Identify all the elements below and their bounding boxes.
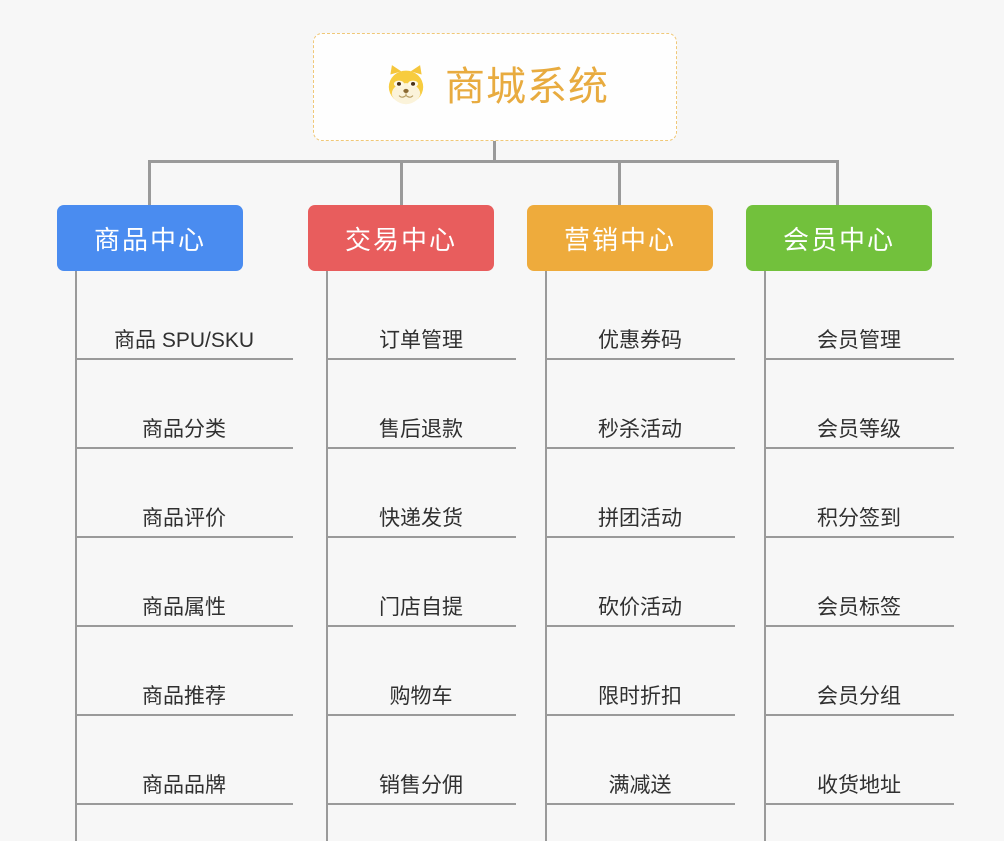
root-title: 商城系统: [445, 65, 609, 109]
root-node[interactable]: 商城系统: [313, 33, 677, 141]
category-spine-2: [545, 271, 547, 841]
list-item[interactable]: 商品品牌: [75, 716, 293, 805]
leaf-label: 商品 SPU/SKU: [113, 328, 255, 352]
leaf-label: 秒杀活动: [598, 417, 682, 441]
leaf-list-3: 会员管理 会员等级 积分签到 会员标签 会员分组 收货地址: [764, 271, 954, 805]
list-item[interactable]: 销售分佣: [326, 716, 516, 805]
leaf-label: 销售分佣: [379, 773, 463, 797]
leaf-label: 砍价活动: [598, 595, 682, 619]
leaf-label: 会员管理: [817, 328, 901, 352]
list-item[interactable]: 拼团活动: [545, 449, 735, 538]
category-header-1[interactable]: 交易中心: [308, 205, 494, 271]
list-item[interactable]: 商品推荐: [75, 627, 293, 716]
category-header-3[interactable]: 会员中心: [746, 205, 932, 271]
leaf-label: 商品分类: [142, 417, 226, 441]
connector-drop-0: [148, 160, 151, 206]
list-item[interactable]: 商品评价: [75, 449, 293, 538]
category-header-2[interactable]: 营销中心: [527, 205, 713, 271]
list-item[interactable]: 售后退款: [326, 360, 516, 449]
list-item[interactable]: 砍价活动: [545, 538, 735, 627]
shiba-dog-icon: [381, 62, 431, 112]
category-column-1: 交易中心 订单管理 售后退款 快递发货 门店自提 购物车 销售分佣: [308, 205, 516, 841]
list-item[interactable]: 收货地址: [764, 716, 954, 805]
list-item[interactable]: 商品 SPU/SKU: [75, 271, 293, 360]
connector-root-stem: [493, 141, 496, 163]
leaf-label: 门店自提: [379, 595, 463, 619]
list-item[interactable]: 订单管理: [326, 271, 516, 360]
list-item[interactable]: 门店自提: [326, 538, 516, 627]
leaf-label: 收货地址: [817, 773, 901, 797]
category-header-0[interactable]: 商品中心: [57, 205, 243, 271]
leaf-label: 会员等级: [817, 417, 901, 441]
list-item[interactable]: 优惠券码: [545, 271, 735, 360]
category-spine-1: [326, 271, 328, 841]
list-item[interactable]: 商品属性: [75, 538, 293, 627]
list-item[interactable]: 限时折扣: [545, 627, 735, 716]
list-item[interactable]: 会员标签: [764, 538, 954, 627]
connector-drop-2: [618, 160, 621, 206]
list-item[interactable]: 会员等级: [764, 360, 954, 449]
leaf-label: 会员标签: [817, 595, 901, 619]
category-column-0: 商品中心 商品 SPU/SKU 商品分类 商品评价 商品属性 商品推荐 商品品牌: [57, 205, 293, 841]
list-item[interactable]: 购物车: [326, 627, 516, 716]
leaf-label: 积分签到: [817, 506, 901, 530]
leaf-label: 商品品牌: [142, 773, 226, 797]
list-item[interactable]: 快递发货: [326, 449, 516, 538]
list-item[interactable]: 会员分组: [764, 627, 954, 716]
category-spine-3: [764, 271, 766, 841]
leaf-list-2: 优惠券码 秒杀活动 拼团活动 砍价活动 限时折扣 满减送: [545, 271, 735, 805]
leaf-label: 售后退款: [379, 417, 463, 441]
connector-drop-1: [400, 160, 403, 206]
list-item[interactable]: 积分签到: [764, 449, 954, 538]
leaf-label: 限时折扣: [598, 684, 682, 708]
leaf-label: 快递发货: [379, 506, 463, 530]
leaf-list-1: 订单管理 售后退款 快递发货 门店自提 购物车 销售分佣: [326, 271, 516, 805]
leaf-label: 商品评价: [142, 506, 226, 530]
connector-drop-3: [836, 160, 839, 206]
connector-horizontal-bus: [148, 160, 839, 163]
list-item[interactable]: 商品分类: [75, 360, 293, 449]
leaf-label: 满减送: [608, 773, 672, 797]
leaf-label: 拼团活动: [598, 506, 682, 530]
list-item[interactable]: 满减送: [545, 716, 735, 805]
list-item[interactable]: 秒杀活动: [545, 360, 735, 449]
category-column-3: 会员中心 会员管理 会员等级 积分签到 会员标签 会员分组 收货地址: [746, 205, 954, 841]
category-spine-0: [75, 271, 77, 841]
leaf-label: 优惠券码: [598, 328, 682, 352]
leaf-label: 商品属性: [142, 595, 226, 619]
leaf-list-0: 商品 SPU/SKU 商品分类 商品评价 商品属性 商品推荐 商品品牌: [75, 271, 293, 805]
leaf-label: 订单管理: [379, 328, 463, 352]
leaf-label: 购物车: [389, 684, 453, 708]
leaf-label: 商品推荐: [142, 684, 226, 708]
category-column-2: 营销中心 优惠券码 秒杀活动 拼团活动 砍价活动 限时折扣 满减送: [527, 205, 735, 841]
leaf-label: 会员分组: [817, 684, 901, 708]
list-item[interactable]: 会员管理: [764, 271, 954, 360]
